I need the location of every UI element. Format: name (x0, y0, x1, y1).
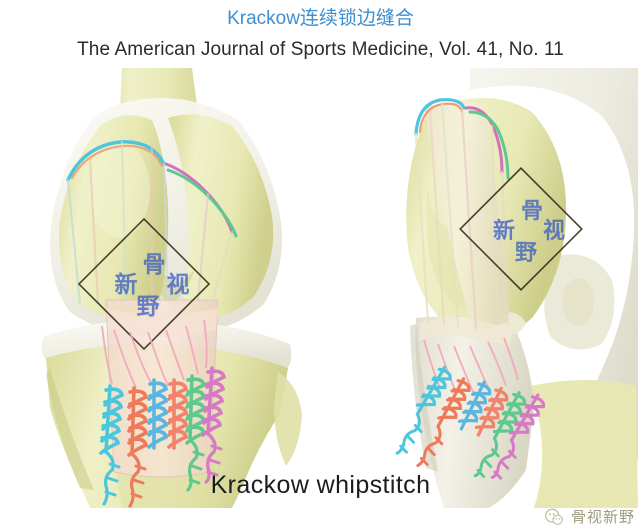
figure-caption: Krackow whipstitch (210, 471, 431, 499)
far-condyle-notch (562, 278, 594, 326)
whipstitch-salmon-r (474, 386, 509, 437)
suture-limbs-vertical (67, 141, 233, 305)
watermark-diamond-right: 骨 视 新 野 (459, 167, 583, 291)
limb-a (414, 132, 430, 324)
graft-upper-fold (106, 308, 218, 337)
watermark-char-1: 骨 (143, 252, 166, 278)
journal-citation: The American Journal of Sports Medicine,… (77, 39, 564, 60)
suture-loops-top-oblique (414, 98, 510, 180)
suture-fan-threads (101, 319, 208, 389)
watermark-right-char-2: 视 (543, 218, 565, 244)
intercondylar-notch-shadow (152, 254, 200, 304)
watermark-right-char-3: 新 (493, 218, 515, 244)
whipstitch-green (185, 374, 207, 492)
whipstitch-blue (147, 378, 169, 450)
graft-band-wrap (420, 318, 512, 348)
fibula-head (274, 372, 302, 466)
whipstitch-blue-r (457, 380, 492, 431)
limb-c (440, 100, 460, 328)
loop-magenta (464, 106, 504, 174)
whipstitch-magenta-r (490, 393, 546, 480)
watermark-right-char-1: 骨 (521, 199, 543, 224)
tendon-graft-oblique (424, 102, 508, 334)
suture-limb-6 (197, 193, 209, 301)
watermark-right-char-4: 野 (515, 241, 537, 266)
watermark-char-4: 野 (137, 294, 160, 320)
watermark-diamond: 骨 视 新 野 (77, 217, 211, 351)
oblique-knee-illustration: 骨 视 新 野 (320, 68, 640, 508)
suture-loop-cyan (66, 140, 166, 182)
suture-limb-5 (163, 163, 169, 301)
suture-loop-green (166, 168, 238, 238)
suture-limb-1 (67, 179, 81, 305)
suture-limb-2 (89, 159, 99, 303)
limb-e (490, 124, 500, 320)
whipstitch-orange-r (416, 377, 471, 468)
wechat-circle-logo-icon (545, 508, 563, 525)
loop-cyan (414, 98, 466, 136)
whipstitch-orange (127, 386, 149, 508)
watermark-char-2: 视 (167, 271, 190, 298)
limb-f (500, 170, 510, 326)
tibia-medial-edge-shadow (46, 368, 94, 490)
whipstitch-cyan-r (395, 365, 452, 455)
condyle-highlight (90, 142, 150, 238)
source-brand-mark: 骨视新野 (543, 506, 635, 528)
watermark-char-3: 新 (115, 271, 138, 298)
suture-limbs-oblique (414, 100, 510, 330)
whipstitch-salmon (167, 378, 189, 450)
krackow-whipstitch-group-oblique (395, 365, 546, 480)
figure-stage: 骨 视 新 野 (0, 68, 641, 531)
loop-green (468, 110, 510, 180)
limb-d (460, 108, 478, 330)
whipstitch-cyan (99, 384, 125, 506)
krackow-whipstitch-group (99, 366, 227, 508)
anterior-knee-illustration: 骨 视 新 野 (2, 68, 322, 508)
page-title-chinese: Krackow连续锁边缝合 (227, 8, 414, 29)
whipstitch-magenta (201, 366, 227, 484)
suture-limb-3 (121, 141, 127, 301)
medial-femoral-condyle (58, 115, 169, 323)
limb-b (428, 110, 446, 326)
header: Krackow连续锁边缝合 The American Journal of Sp… (0, 0, 641, 61)
brand-label: 骨视新野 (570, 508, 635, 526)
far-tibial-plateau (530, 380, 638, 508)
suture-limb-7 (211, 231, 233, 303)
